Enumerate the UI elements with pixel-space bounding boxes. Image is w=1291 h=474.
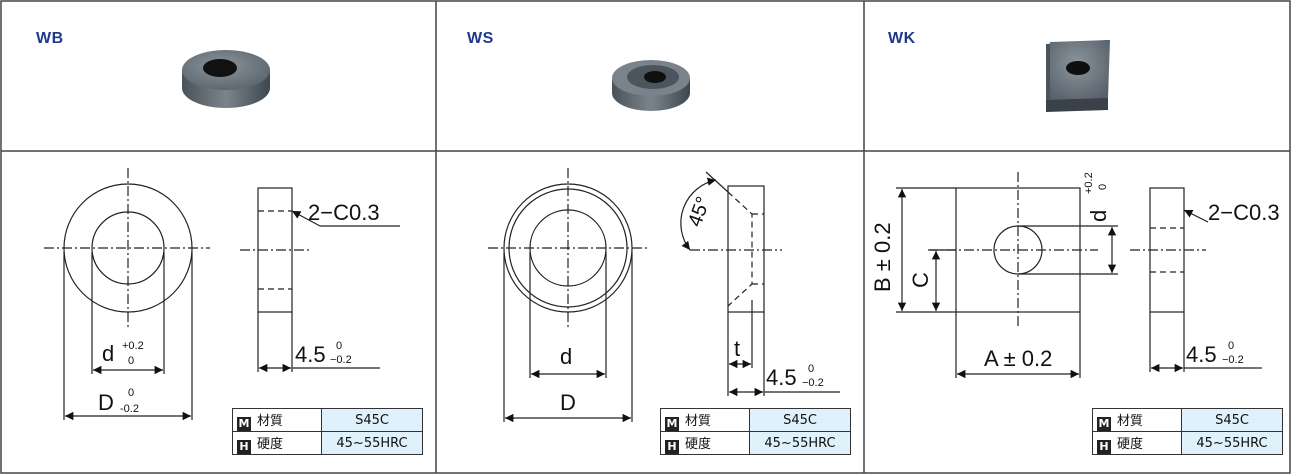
material-badge: M	[237, 416, 251, 431]
hardness-value: 45~55HRC	[321, 431, 423, 455]
hardness-label: 硬度	[1117, 436, 1144, 452]
material-row: M 材質 S45C	[232, 408, 423, 432]
hardness-value: 45~55HRC	[749, 431, 851, 455]
hardness-badge: H	[1097, 439, 1111, 454]
hardness-label: 硬度	[257, 436, 284, 452]
hardness-badge: H	[237, 439, 251, 454]
hardness-row: H 硬度 45~55HRC	[1092, 431, 1283, 455]
material-value: S45C	[321, 408, 423, 432]
material-value: S45C	[749, 408, 851, 432]
material-row: M 材質 S45C	[660, 408, 851, 432]
material-value: S45C	[1181, 408, 1283, 432]
product-code-ws: WS	[467, 30, 494, 47]
product-code-wk: WK	[888, 30, 916, 47]
hardness-label: 硬度	[685, 436, 712, 452]
ws-spec-table: M 材質 S45C H 硬度 45~55HRC	[660, 408, 851, 455]
material-badge: M	[1097, 416, 1111, 431]
hardness-badge: H	[665, 439, 679, 454]
material-label: 材質	[1117, 413, 1144, 429]
wk-spec-table: M 材質 S45C H 硬度 45~55HRC	[1092, 408, 1283, 455]
material-label: 材質	[685, 413, 712, 429]
product-code-wb: WB	[36, 30, 64, 47]
hardness-row: H 硬度 45~55HRC	[660, 431, 851, 455]
hardness-row: H 硬度 45~55HRC	[232, 431, 423, 455]
material-badge: M	[665, 416, 679, 431]
material-row: M 材質 S45C	[1092, 408, 1283, 432]
material-label: 材質	[257, 413, 284, 429]
hardness-value: 45~55HRC	[1181, 431, 1283, 455]
wb-spec-table: M 材質 S45C H 硬度 45~55HRC	[232, 408, 423, 455]
